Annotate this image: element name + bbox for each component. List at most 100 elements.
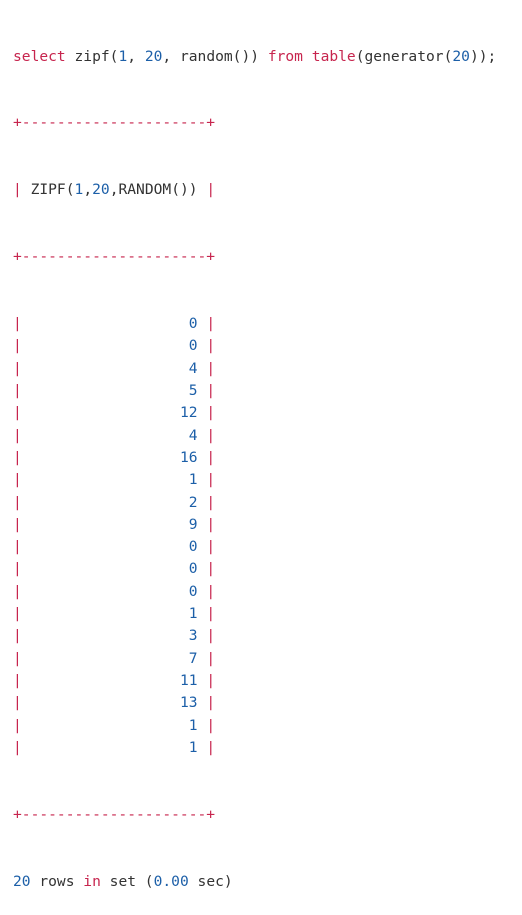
row-value: 0 — [188, 337, 198, 355]
row-left-pipe: | — [13, 605, 22, 623]
row-left-pipe: | — [13, 582, 22, 600]
row-padding — [22, 427, 189, 444]
table-rows: | 0 || 0 || 4 || 5 || 12 || 4 || 16 || 1… — [13, 313, 496, 759]
table-row: | 4 | — [13, 358, 496, 380]
row-left-pipe: | — [13, 493, 22, 511]
table-row: | 0 | — [13, 536, 496, 558]
table-header: | ZIPF(1,20,RANDOM()) | — [13, 179, 496, 201]
terminal-output[interactable]: select zipf(1, 20, random()) from table(… — [13, 1, 496, 915]
row-padding — [22, 739, 189, 756]
argument-separator: , — [127, 47, 145, 65]
row-padding — [22, 627, 189, 644]
header-prefix: ZIPF( — [30, 181, 75, 199]
row-right-pipe: | — [197, 649, 216, 667]
row-left-pipe: | — [13, 538, 22, 556]
table-row: | 0 | — [13, 558, 496, 580]
row-left-pipe: | — [13, 382, 22, 400]
table-row: | 2 | — [13, 492, 496, 514]
table-row: | 16 | — [13, 447, 496, 469]
row-left-pipe: | — [13, 315, 22, 333]
row-padding — [22, 449, 180, 466]
row-left-pipe: | — [13, 448, 22, 466]
row-left-pipe: | — [13, 694, 22, 712]
row-padding — [22, 337, 189, 354]
row-right-pipe: | — [197, 493, 216, 511]
header-suffix: ,RANDOM()) — [109, 181, 198, 199]
table-row: | 5 | — [13, 380, 496, 402]
row-padding — [22, 471, 189, 488]
row-value: 9 — [188, 515, 198, 533]
table-row: | 0 | — [13, 313, 496, 335]
generator-argument: 20 — [452, 47, 470, 65]
keyword-in: in — [83, 872, 101, 890]
row-right-pipe: | — [197, 671, 216, 689]
table-row: | 9 | — [13, 514, 496, 536]
table-row: | 7 | — [13, 648, 496, 670]
row-value: 1 — [188, 471, 198, 489]
header-comma: , — [83, 181, 93, 199]
query-line: select zipf(1, 20, random()) from table(… — [13, 46, 496, 68]
row-left-pipe: | — [13, 426, 22, 444]
row-right-pipe: | — [197, 448, 216, 466]
table-bottom-border: +---------------------+ — [13, 805, 216, 823]
row-right-pipe: | — [197, 359, 216, 377]
row-padding — [22, 538, 189, 555]
row-left-pipe: | — [13, 671, 22, 689]
row-padding — [22, 360, 189, 377]
table-row: | 3 | — [13, 625, 496, 647]
row-padding — [22, 560, 189, 577]
row-value: 4 — [188, 359, 198, 377]
table-row: | 1 | — [13, 603, 496, 625]
row-left-pipe: | — [13, 649, 22, 667]
table-row: | 12 | — [13, 402, 496, 424]
row-value: 12 — [179, 404, 198, 422]
generator-close: )); — [469, 47, 497, 65]
rows-word: rows — [30, 872, 84, 890]
row-value: 3 — [188, 627, 198, 645]
header-left-pipe: | — [13, 181, 31, 199]
row-right-pipe: | — [197, 315, 216, 333]
result-footer: 20 rows in set (0.00 sec) — [13, 871, 496, 893]
row-padding — [22, 315, 189, 332]
row-left-pipe: | — [13, 738, 22, 756]
row-padding — [22, 694, 180, 711]
row-padding — [22, 605, 189, 622]
row-right-pipe: | — [197, 560, 216, 578]
row-padding — [22, 404, 180, 421]
set-word: set ( — [100, 872, 154, 890]
header-right-pipe: | — [197, 181, 216, 199]
row-left-pipe: | — [13, 471, 22, 489]
generator-open: (generator( — [355, 47, 453, 65]
table-row: | 4 | — [13, 425, 496, 447]
row-padding — [22, 516, 189, 533]
row-right-pipe: | — [197, 627, 216, 645]
space — [303, 48, 312, 65]
row-right-pipe: | — [197, 716, 216, 734]
argument-2: 20 — [144, 47, 163, 65]
table-row: | 1 | — [13, 737, 496, 759]
row-value: 0 — [188, 582, 198, 600]
row-left-pipe: | — [13, 560, 22, 578]
row-left-pipe: | — [13, 359, 22, 377]
row-value: 0 — [188, 560, 198, 578]
row-left-pipe: | — [13, 627, 22, 645]
row-value: 1 — [188, 605, 198, 623]
row-value: 13 — [179, 694, 198, 712]
row-value: 7 — [188, 649, 198, 667]
row-value: 1 — [188, 716, 198, 734]
table-header-border: +---------------------+ — [13, 248, 216, 266]
row-value: 0 — [188, 315, 198, 333]
header-arg-2: 20 — [92, 181, 110, 199]
row-right-pipe: | — [197, 382, 216, 400]
row-padding — [22, 672, 180, 689]
function-name: zipf( — [65, 47, 119, 65]
table-row: | 1 | — [13, 469, 496, 491]
row-left-pipe: | — [13, 337, 22, 355]
row-right-pipe: | — [197, 605, 216, 623]
table-row: | 11 | — [13, 670, 496, 692]
row-value: 16 — [179, 448, 198, 466]
row-padding — [22, 717, 189, 734]
row-value: 2 — [188, 493, 198, 511]
row-value: 5 — [188, 382, 198, 400]
row-right-pipe: | — [197, 404, 216, 422]
